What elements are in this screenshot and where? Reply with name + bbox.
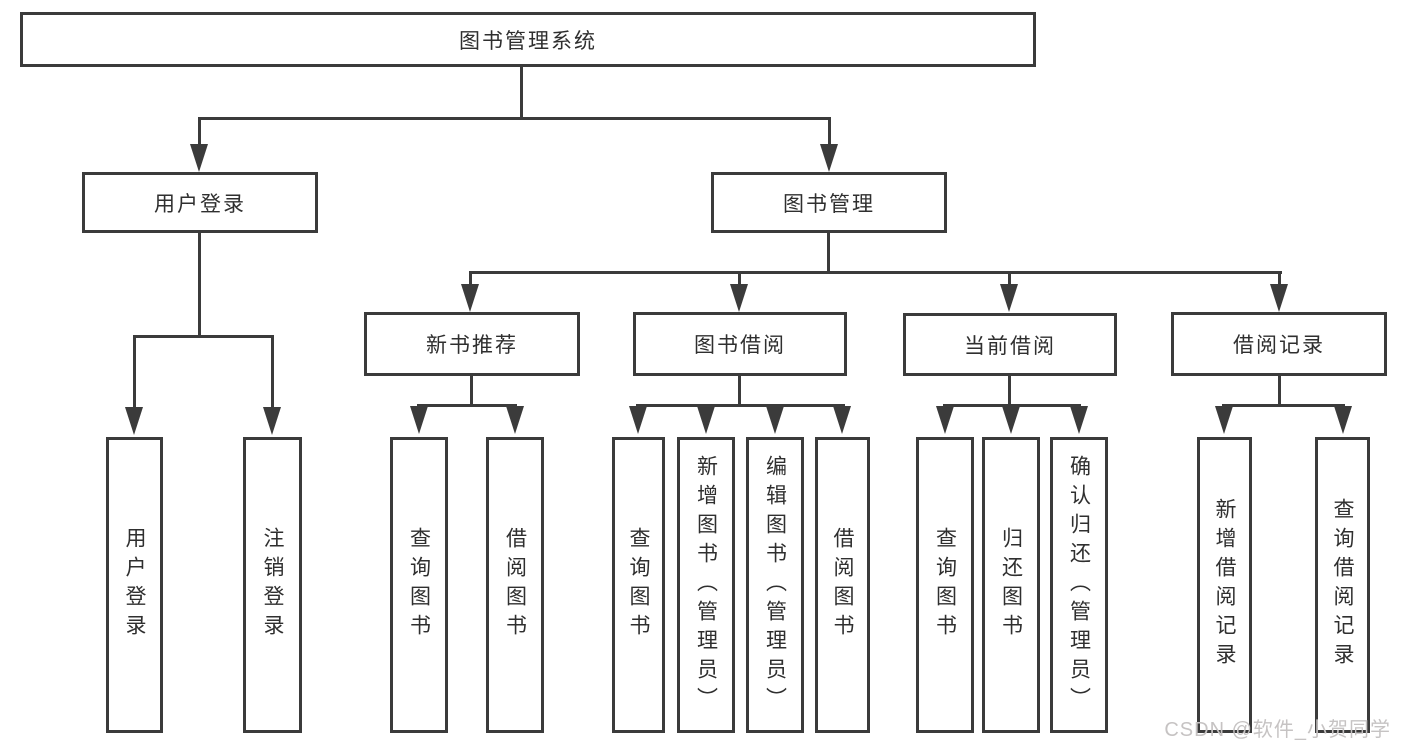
node-borrow-record-label: 借阅记录: [1233, 334, 1325, 357]
arrow-down-icon: [629, 406, 647, 434]
leaf-query-borrow-record-label: 查询借阅记录: [1331, 498, 1354, 672]
connector-line: [1008, 376, 1011, 407]
leaf-logout-label: 注销登录: [261, 527, 284, 643]
connector-line: [1278, 271, 1281, 286]
node-book-borrow-label: 图书借阅: [694, 334, 786, 357]
node-new-book-recommend-label: 新书推荐: [426, 334, 518, 357]
arrow-down-icon: [461, 284, 479, 312]
leaf-newbook-query: 查询图书: [390, 437, 448, 733]
connector-line: [1222, 404, 1345, 407]
leaf-current-query-label: 查询图书: [933, 527, 957, 643]
arrow-down-icon: [190, 144, 208, 172]
leaf-borrow-book: 借阅图书: [815, 437, 870, 733]
leaf-borrow-book-label: 借阅图书: [831, 527, 854, 643]
node-root-label: 图书管理系统: [459, 29, 597, 53]
leaf-edit-book-admin: 编辑图书（管理员）: [746, 437, 804, 733]
arrow-down-icon: [730, 284, 748, 312]
arrow-down-icon: [833, 406, 851, 434]
connector-line: [1008, 271, 1011, 286]
connector-line: [943, 404, 1081, 407]
connector-line: [738, 271, 741, 286]
connector-line: [198, 117, 201, 147]
leaf-user-login: 用户登录: [106, 437, 163, 733]
node-book-management: 图书管理: [711, 172, 947, 233]
leaf-newbook-borrow: 借阅图书: [486, 437, 544, 733]
leaf-current-query: 查询图书: [916, 437, 974, 733]
leaf-add-borrow-record: 新增借阅记录: [1197, 437, 1252, 733]
connector-line: [198, 233, 201, 337]
node-user-login: 用户登录: [82, 172, 318, 233]
arrow-down-icon: [506, 406, 524, 434]
leaf-confirm-return-admin: 确认归还（管理员）: [1050, 437, 1108, 733]
leaf-newbook-borrow-label: 借阅图书: [503, 527, 527, 643]
node-book-borrow: 图书借阅: [633, 312, 847, 376]
leaf-borrow-query: 查询图书: [612, 437, 665, 733]
leaf-user-login-label: 用户登录: [123, 527, 146, 643]
leaf-query-borrow-record: 查询借阅记录: [1315, 437, 1370, 733]
connector-line: [827, 233, 830, 273]
arrow-down-icon: [1270, 284, 1288, 312]
arrow-down-icon: [1215, 406, 1233, 434]
node-user-login-label: 用户登录: [154, 192, 246, 216]
connector-line: [520, 67, 523, 119]
connector-line: [417, 404, 517, 407]
connector-line: [271, 335, 274, 409]
node-current-borrow-label: 当前借阅: [964, 334, 1056, 358]
connector-line: [469, 271, 1282, 274]
connector-line: [469, 271, 472, 286]
node-new-book-recommend: 新书推荐: [364, 312, 580, 376]
connector-line: [133, 335, 136, 409]
leaf-logout: 注销登录: [243, 437, 302, 733]
connector-line: [1278, 376, 1281, 407]
node-current-borrow: 当前借阅: [903, 313, 1117, 376]
arrow-down-icon: [1002, 406, 1020, 434]
arrow-down-icon: [1070, 406, 1088, 434]
leaf-edit-book-admin-label: 编辑图书（管理员）: [763, 454, 787, 716]
arrow-down-icon: [125, 407, 143, 435]
arrow-down-icon: [697, 406, 715, 434]
leaf-confirm-return-admin-label: 确认归还（管理员）: [1067, 454, 1091, 716]
arrow-down-icon: [1000, 284, 1018, 312]
arrow-down-icon: [1334, 406, 1352, 434]
node-root-system: 图书管理系统: [20, 12, 1036, 67]
leaf-add-borrow-record-label: 新增借阅记录: [1213, 498, 1236, 672]
leaf-borrow-query-label: 查询图书: [627, 527, 650, 643]
leaf-add-book-admin: 新增图书（管理员）: [677, 437, 735, 733]
leaf-return-book-label: 归还图书: [999, 527, 1023, 643]
connector-line: [198, 117, 831, 120]
leaf-return-book: 归还图书: [982, 437, 1040, 733]
arrow-down-icon: [936, 406, 954, 434]
node-borrow-record: 借阅记录: [1171, 312, 1387, 376]
csdn-watermark: CSDN @软件_小贺同学: [1164, 719, 1391, 741]
arrow-down-icon: [766, 406, 784, 434]
connector-line: [470, 376, 473, 407]
connector-line: [828, 117, 831, 147]
connector-line: [133, 335, 274, 338]
node-book-management-label: 图书管理: [783, 192, 875, 216]
arrow-down-icon: [410, 406, 428, 434]
arrow-down-icon: [263, 407, 281, 435]
connector-line: [636, 404, 845, 407]
leaf-add-book-admin-label: 新增图书（管理员）: [694, 454, 718, 716]
connector-line: [738, 376, 741, 407]
leaf-newbook-query-label: 查询图书: [407, 527, 431, 643]
arrow-down-icon: [820, 144, 838, 172]
